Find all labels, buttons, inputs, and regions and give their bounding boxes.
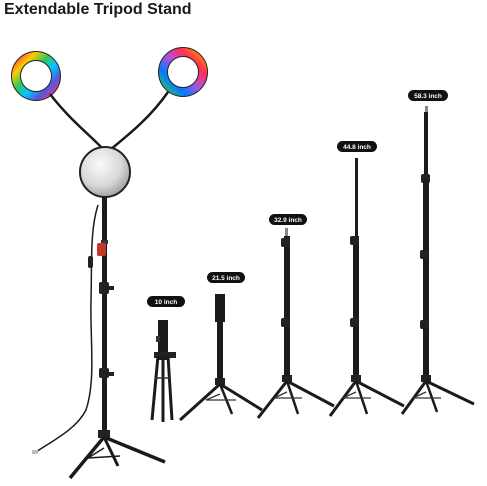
height-label-2: 21.5 inch (212, 275, 240, 282)
phone-clip (97, 243, 106, 256)
stand-58-3-inch: 58.3 inch (400, 90, 475, 415)
right-ring-light (158, 47, 208, 97)
height-label-1: 10 inch (155, 299, 177, 306)
left-ring-light (11, 51, 61, 101)
stand-32-9-inch: 32.9 inch (256, 214, 335, 419)
stand-21-5-inch: 21.5 inch (178, 272, 263, 422)
height-label-3: 32.9 inch (274, 217, 302, 224)
round-mirror (79, 146, 131, 198)
stand-10-inch: 10 inch (147, 296, 185, 422)
height-label-5: 58.3 inch (414, 93, 442, 100)
stand-44-8-inch: 44.8 inch (328, 141, 405, 417)
full-stand-with-ring-lights (11, 47, 208, 480)
page-title: Extendable Tripod Stand (4, 1, 192, 18)
height-label-4: 44.8 inch (343, 144, 371, 151)
